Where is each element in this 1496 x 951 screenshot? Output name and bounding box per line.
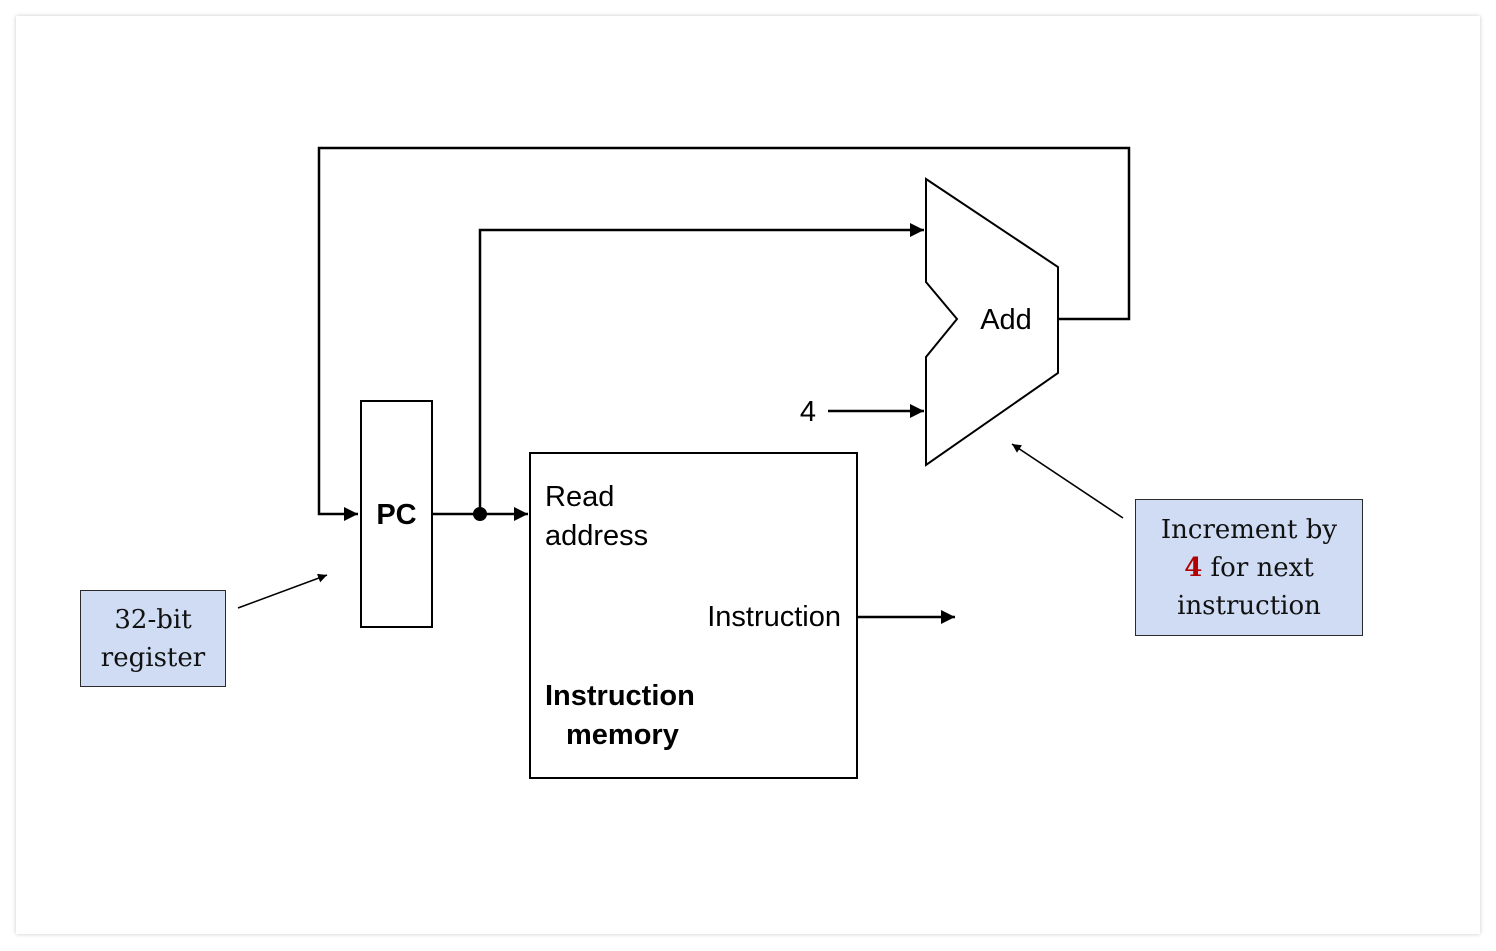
register-callout: 32-bit register xyxy=(80,590,226,687)
pc-to-adder-wire xyxy=(478,223,924,514)
constant-four-label: 4 xyxy=(800,396,816,428)
increment-callout-line3: instruction xyxy=(1177,590,1321,621)
register-callout-arrow xyxy=(237,573,328,609)
memory-title-line2: memory xyxy=(566,719,679,751)
read-address-label-line2: address xyxy=(545,520,648,552)
instruction-output-label: Instruction xyxy=(707,601,841,633)
junction-dot xyxy=(473,507,487,521)
pc-register xyxy=(360,400,433,628)
register-callout-line1: 32-bit xyxy=(114,604,192,635)
instruction-memory-block xyxy=(529,452,858,779)
adder-label: Add xyxy=(980,304,1032,336)
increment-callout-arrow xyxy=(1011,443,1124,519)
feedback-wire xyxy=(317,146,1131,521)
increment-highlight-value: 4 xyxy=(1184,552,1203,583)
adder-unit xyxy=(925,177,1059,467)
increment-callout-line2-rest: for next xyxy=(1202,552,1314,583)
increment-callout-line2: 4 for next xyxy=(1136,549,1362,587)
increment-callout-line1: Increment by xyxy=(1160,514,1338,545)
pc-label: PC xyxy=(376,499,416,531)
increment-callout: Increment by 4 for next instruction xyxy=(1135,499,1363,636)
read-address-label-line1: Read xyxy=(545,481,614,513)
memory-title-line1: Instruction xyxy=(545,680,695,712)
register-callout-line2: register xyxy=(100,642,206,673)
